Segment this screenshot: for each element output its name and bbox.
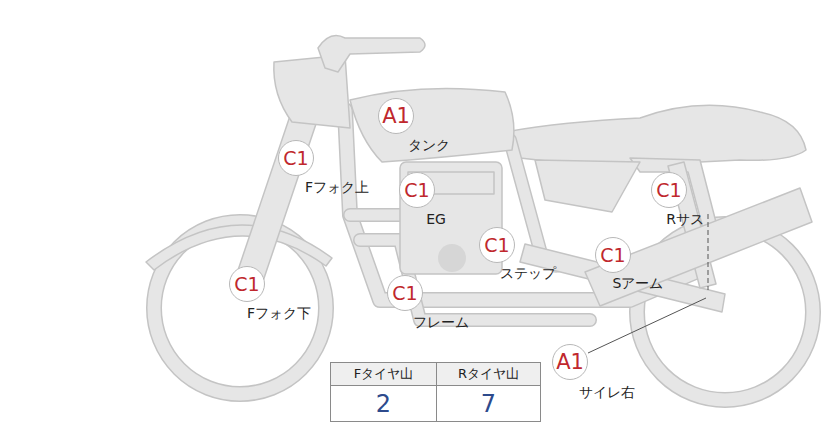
table-value: 7 — [436, 386, 540, 421]
callout-code: A1 — [553, 345, 587, 379]
callout-code: C1 — [400, 173, 434, 207]
callout-code: C1 — [480, 228, 514, 262]
table-value: 2 — [331, 386, 436, 421]
callout-circle: A1タンク — [378, 98, 414, 134]
part-name: Sアーム — [611, 276, 666, 291]
callout-circle: C1Fフォク下 — [229, 266, 265, 302]
part-name: Fフォク下 — [245, 306, 313, 321]
callout-circle: C1ステップ — [479, 227, 515, 263]
tread-table: Fタイヤ山Rタイヤ山27 — [330, 362, 541, 422]
callout-circle: C1EG — [399, 172, 435, 208]
callout-code: C1 — [596, 238, 630, 272]
callout-code: C1 — [279, 141, 313, 175]
callout-code: A1 — [379, 99, 413, 133]
callout-code: C1 — [388, 276, 422, 310]
table-header: Rタイヤ山 — [436, 363, 540, 386]
callout-circle: C1Rサス — [651, 172, 687, 208]
part-name: タンク — [406, 138, 452, 153]
callout-code: C1 — [652, 173, 686, 207]
callout-circle: C1Fフォク上 — [278, 140, 314, 176]
part-name: EG — [424, 212, 448, 227]
part-name: Rサス — [664, 212, 706, 227]
table-header: Fタイヤ山 — [331, 363, 436, 386]
part-name: Fフォク上 — [303, 180, 371, 195]
part-name: サイレ右 — [577, 385, 637, 400]
callout-circle: C1Sアーム — [595, 237, 631, 273]
part-name: ステップ — [498, 266, 558, 281]
callout-code: C1 — [230, 267, 264, 301]
callout-circle: A1サイレ右 — [552, 344, 588, 380]
callout-circle: C1フレーム — [387, 275, 423, 311]
part-name: フレーム — [411, 315, 471, 330]
